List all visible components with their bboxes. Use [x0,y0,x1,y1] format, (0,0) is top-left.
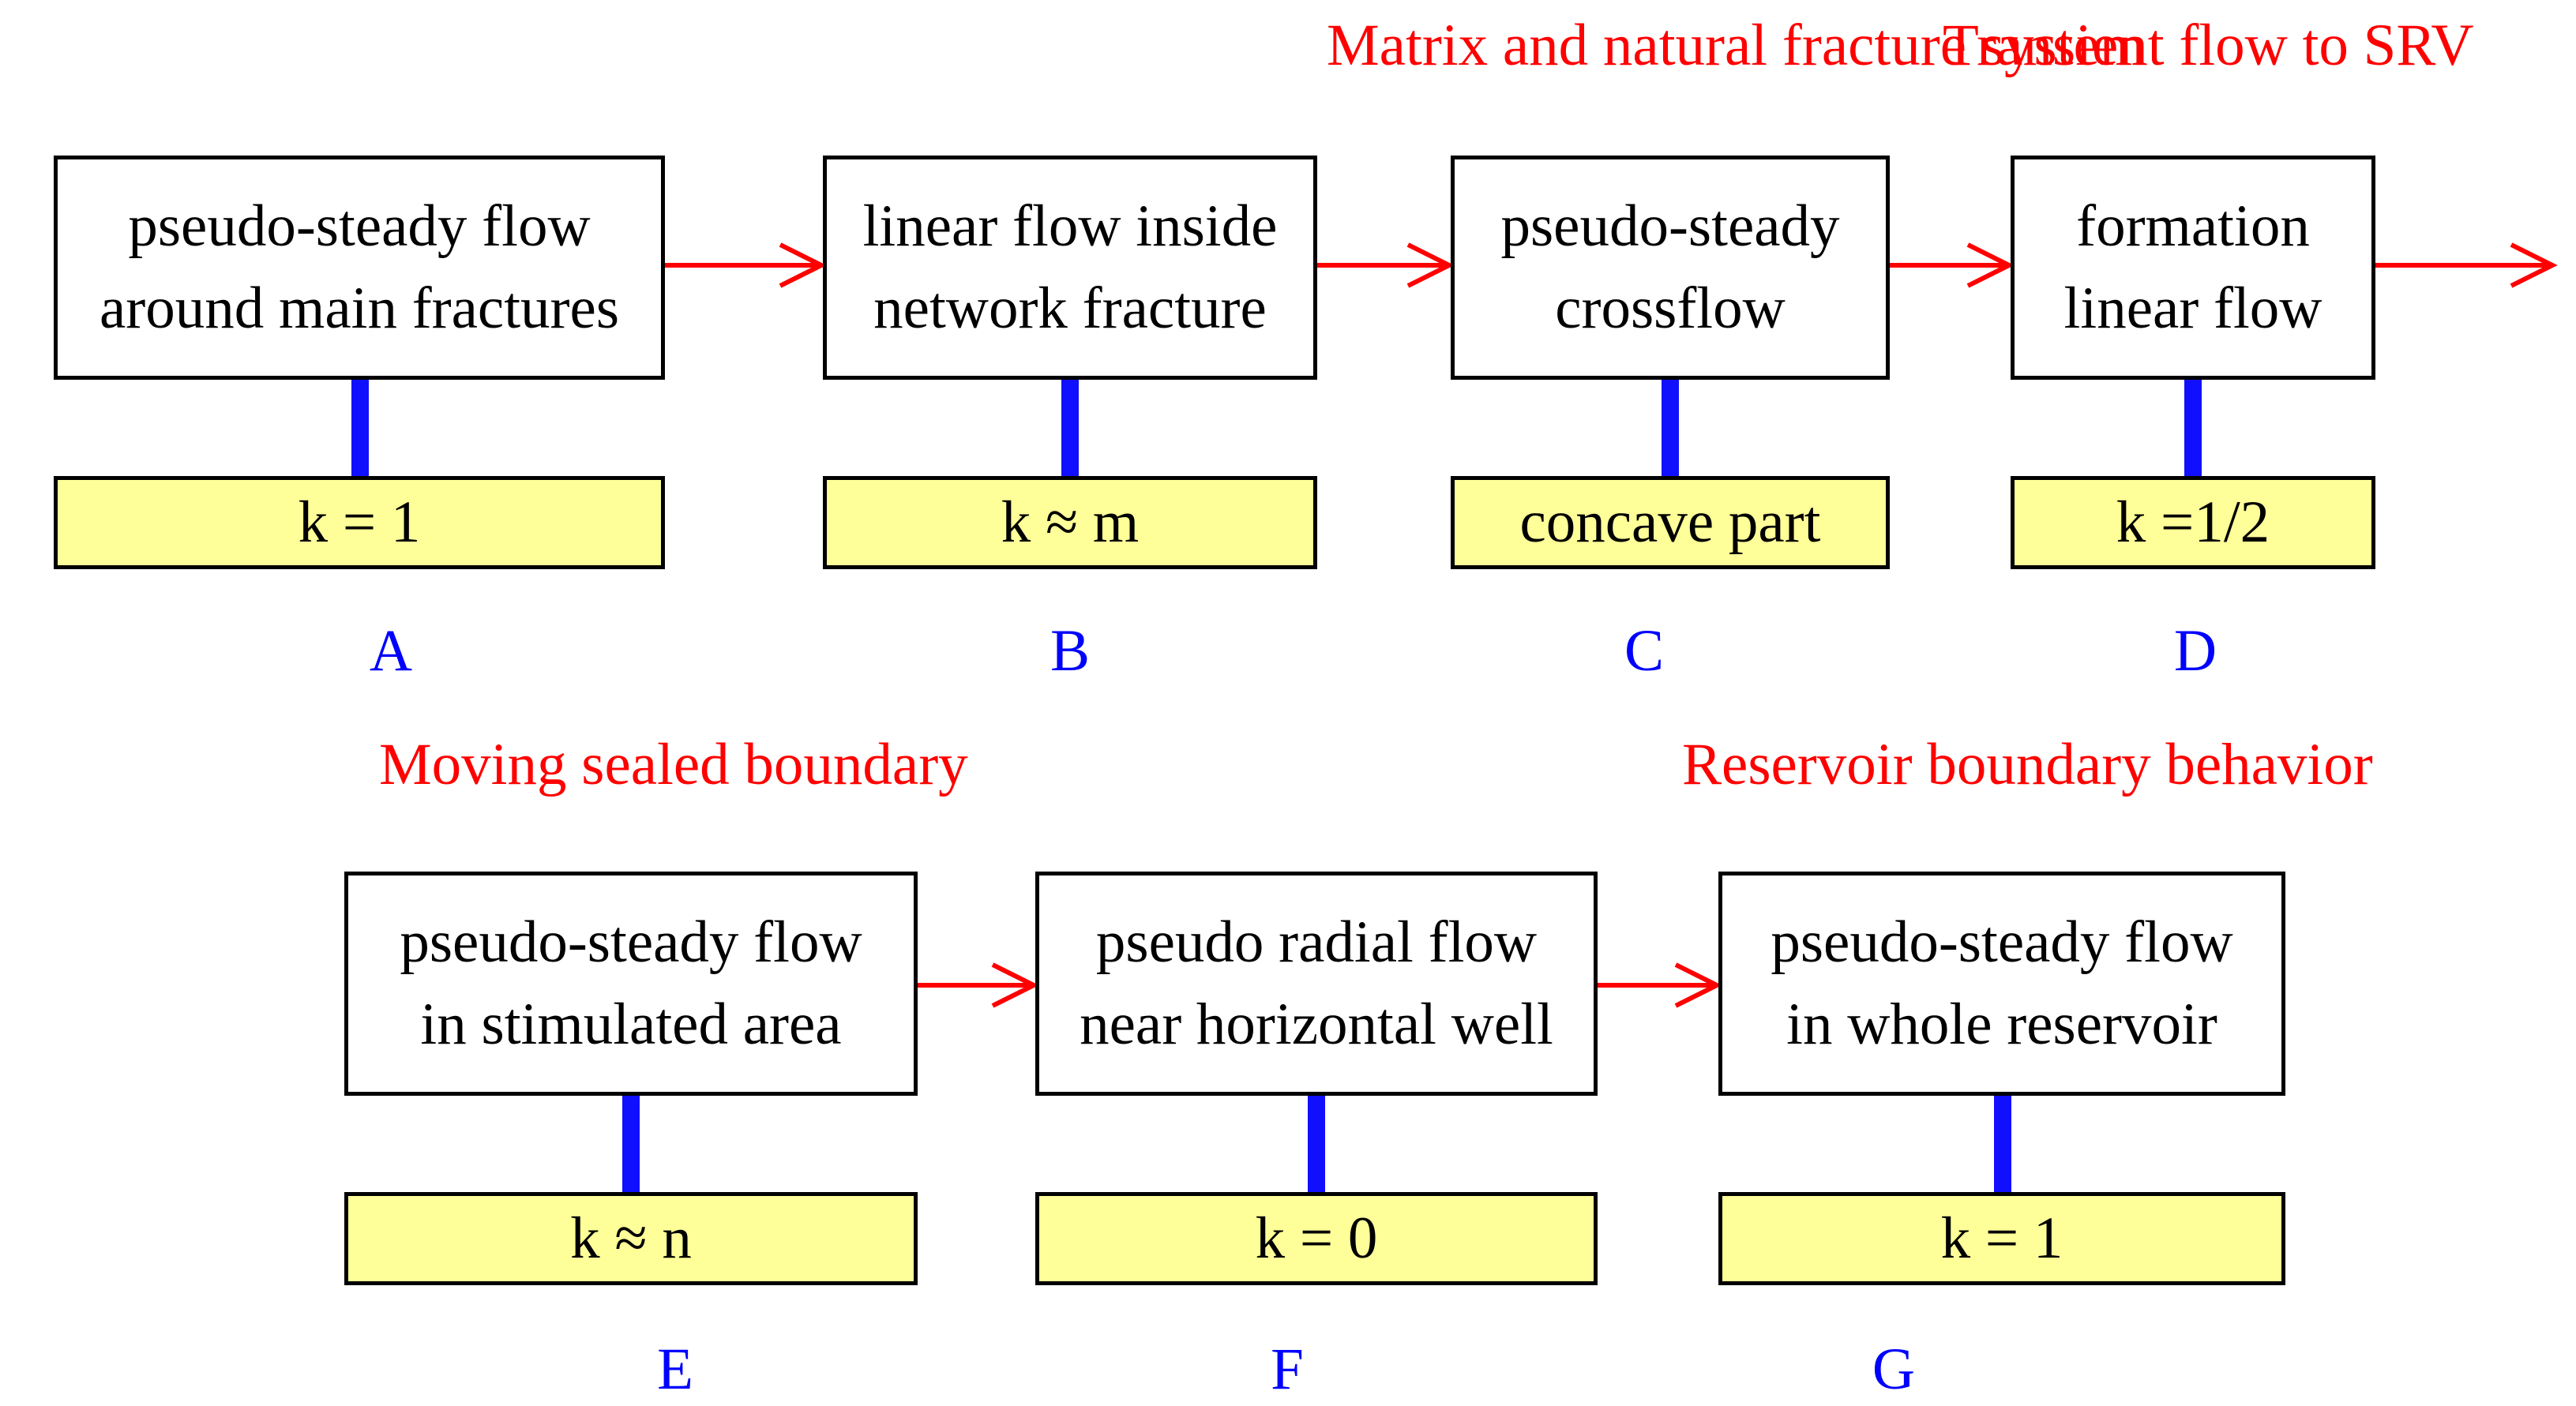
stage-b-connector [1061,380,1079,476]
stage-e-k-label: k ≈ n [344,1192,918,1285]
arrow-head [779,242,827,288]
stage-e-box: pseudo-steady flow in stimulated area [344,872,918,1096]
stage-f-box: pseudo radial flow near horizontal well [1035,872,1598,1096]
stage-d-k-label: k =1/2 [2011,476,2375,569]
stage-c-box: pseudo-steady crossflow [1451,156,1890,380]
stage-f-letter: F [1271,1337,1304,1402]
stage-a-k-label: k = 1 [54,476,665,569]
stage-d-letter: D [2173,618,2217,684]
stage-a-box: pseudo-steady flow around main fractures [54,156,665,380]
stage-g-letter: G [1872,1337,1916,1402]
arrow-head [1406,242,1455,288]
stage-b-box: linear flow inside network fracture [823,156,1317,380]
stage-e-note: Moving sealed boundary [379,732,968,797]
stage-c-connector [1662,380,1679,476]
stage-b-letter: B [1050,618,1091,684]
arrow-f-to-g [1598,962,1722,1008]
arrow-b-to-c [1317,242,1455,288]
stage-g-k-label: k = 1 [1718,1192,2285,1285]
arrow-d-onward [2375,242,2558,288]
stage-c-k-label: concave part [1451,476,1890,569]
stage-g-connector [1994,1096,2011,1192]
arrow-c-to-d [1890,242,2015,288]
stage-e-letter: E [657,1337,693,1402]
stage-a-connector [351,380,369,476]
stage-b-k-label: k ≈ m [823,476,1317,569]
stage-d-box: formation linear flow [2011,156,2375,380]
stage-c-letter: C [1624,618,1665,684]
stage-g-note: Reservoir boundary behavior [1682,732,2373,797]
arrow-a-to-b [665,242,827,288]
stage-f-k-label: k = 0 [1035,1192,1598,1285]
arrow-head [1674,962,1722,1008]
stage-d-connector [2184,380,2202,476]
stage-g-box: pseudo-steady flow in whole reservoir [1718,872,2285,1096]
stage-f-connector [1308,1096,1325,1192]
arrow-head [2510,242,2558,288]
arrow-e-to-f [918,962,1039,1008]
stage-d-note: Transient flow to SRV [1943,13,2474,78]
stage-a-letter: A [369,618,413,684]
arrow-head [1966,242,2015,288]
stage-e-connector [622,1096,640,1192]
stage-c-note: Matrix and natural fracture system [1327,13,2146,78]
arrow-head [991,962,1039,1008]
